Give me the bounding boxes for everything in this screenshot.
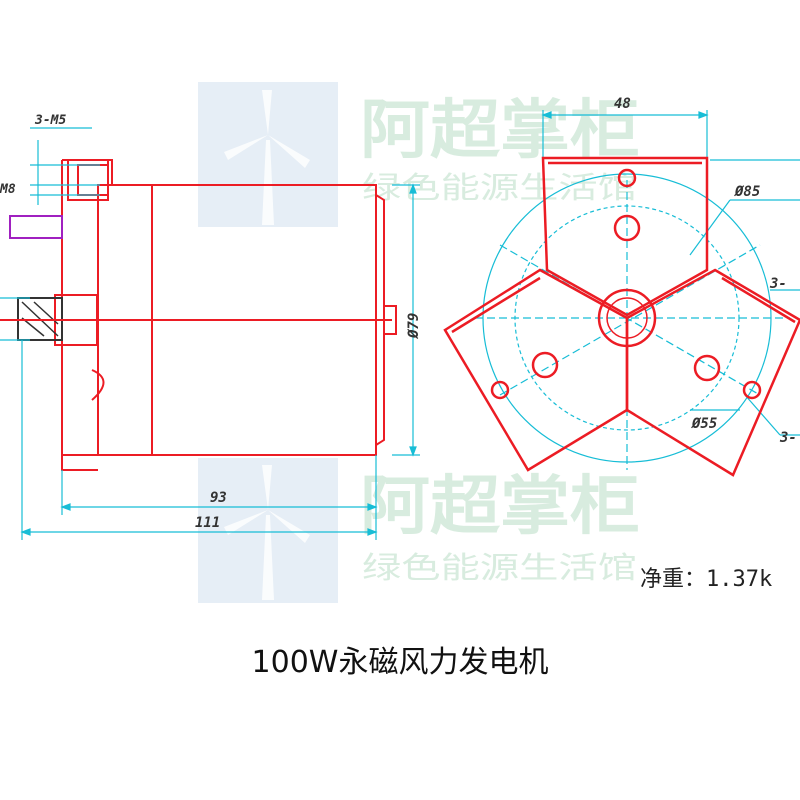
watermark-bottom: 阿超掌柜 绿色能源生活馆 [198,458,640,603]
caption: 100W永磁风力发电机 [252,645,549,680]
label-shaft-m8: M8 [0,182,16,197]
right-arm [625,268,800,477]
watermark-top: 阿超掌柜 绿色能源生活馆 [198,82,640,227]
dim-length-93: 93 [210,490,227,506]
hole [617,168,637,188]
top-arm [541,156,709,317]
label-top-right: 3- [769,276,787,292]
watermark-title-bottom: 阿超掌柜 [360,470,640,544]
label-bottom-right: 3- [779,430,797,446]
dim-inner-diameter-55: Ø55 [691,416,717,432]
dim-width-48: 48 [614,96,631,112]
hole [693,354,721,382]
weight-label: 净重：1.37k [640,567,772,592]
hole [531,351,559,379]
dim-diameter-79: Ø79 [406,313,422,339]
front-view-construction [475,110,800,470]
hole [742,380,762,400]
label-bolts-m5: 3-M5 [34,113,66,128]
watermark-title-top: 阿超掌柜 [360,94,640,168]
watermark-subtitle-top: 绿色能源生活馆 [362,171,637,206]
hole [490,380,510,400]
wind-turbine-icon [224,90,310,225]
hole [613,214,641,242]
front-view [443,156,800,477]
side-view-dimensions [0,127,420,540]
dim-length-111: 111 [195,515,220,531]
front-flange [61,159,113,471]
mounting-shaft [9,215,63,239]
dim-outer-diameter-85: Ø85 [734,184,760,200]
watermark-subtitle-bottom: 绿色能源生活馆 [362,551,637,586]
center-hub [597,288,657,348]
